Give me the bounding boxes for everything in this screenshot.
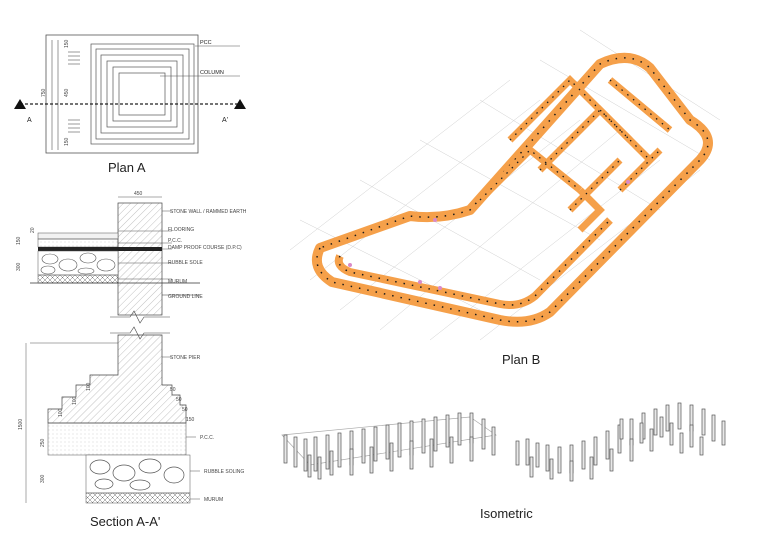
pcc-label: PCC — [200, 40, 212, 46]
section-label-a: A — [27, 117, 32, 124]
section-marker-left — [14, 99, 26, 109]
caption-plan-b: Plan B — [502, 352, 541, 367]
dim-label: 150 — [64, 39, 70, 48]
plan-b-pier-dots — [316, 57, 709, 323]
dim-label: 250 — [40, 438, 46, 447]
pcc-block — [47, 422, 187, 456]
section-panel: 450 STONE WALL / RAMMED EARTH FLOORING P… — [0, 185, 280, 515]
plan-b-panel — [280, 20, 750, 350]
dim-label: 50 — [182, 407, 188, 413]
label-rubble-soling: RUBBLE SOLING — [204, 469, 244, 475]
section-marker-right — [234, 99, 246, 109]
caption-section: Section A-A' — [90, 514, 161, 529]
label-pcc-bottom: P.C.C. — [200, 435, 214, 441]
label-pcc-top: P.C.C. — [168, 238, 182, 244]
plan-b-pink-marks — [348, 180, 630, 290]
label-rubble-sole: RUBBLE SOLE — [168, 260, 203, 266]
dim-label: 100 — [86, 382, 92, 391]
isometric-piers-right — [515, 402, 726, 482]
label-dpc: DAMP PROOF COURSE (D.P.C) — [168, 245, 242, 251]
isometric-panel — [270, 395, 768, 495]
murum-layer — [37, 274, 119, 284]
label-murum-bottom: MURUM — [204, 497, 223, 503]
dim-label: 100 — [58, 408, 64, 417]
stone-wall — [117, 202, 163, 316]
label-ground-line: GROUND LINE — [168, 294, 203, 300]
dim-label: 1500 — [18, 419, 24, 430]
dpc-layer — [38, 247, 162, 251]
plan-a-outline — [45, 34, 199, 154]
plan-a-drawing: PCC COLUMN 150 450 150 750 A A' — [14, 34, 246, 154]
plan-b-drawing — [289, 29, 721, 341]
caption-plan-a: Plan A — [108, 160, 146, 175]
flooring-layer — [37, 232, 119, 240]
dim-label: 150 — [186, 417, 195, 423]
plan-b-interior-walls — [477, 75, 673, 233]
dim-label: 100 — [72, 396, 78, 405]
dim-label: 450 — [134, 191, 143, 197]
isometric-drawing — [281, 402, 726, 482]
pcc-layer — [37, 238, 119, 248]
label-stone-pier: STONE PIER — [170, 355, 201, 361]
plan-a-panel: PCC COLUMN 150 450 150 750 A A' — [0, 0, 260, 180]
dim-label: 150 — [16, 236, 22, 245]
label-stone-wall: STONE WALL / RAMMED EARTH — [170, 209, 247, 215]
section-label-a-prime: A' — [222, 117, 228, 124]
murum-bottom-layer — [85, 492, 191, 504]
dim-label: 50 — [170, 387, 176, 393]
dim-label: 50 — [176, 397, 182, 403]
plan-b-outer-wall — [312, 53, 713, 327]
dim-label: 300 — [40, 474, 46, 483]
rubble-soling — [85, 454, 191, 494]
dim-label: 150 — [64, 137, 70, 146]
dim-label: 20 — [30, 227, 36, 233]
dim-label: 750 — [41, 88, 47, 97]
column-label: COLUMN — [200, 70, 224, 76]
stone-pier — [47, 334, 187, 424]
dim-label: 300 — [16, 262, 22, 271]
label-murum-top: MURUM — [168, 279, 187, 285]
column-outline — [118, 72, 166, 116]
dim-label: 450 — [64, 88, 70, 97]
section-drawing: 450 STONE WALL / RAMMED EARTH FLOORING P… — [16, 191, 247, 504]
isometric-piers-left — [281, 412, 497, 480]
label-flooring: FLOORING — [168, 227, 194, 233]
caption-isometric: Isometric — [480, 506, 533, 521]
